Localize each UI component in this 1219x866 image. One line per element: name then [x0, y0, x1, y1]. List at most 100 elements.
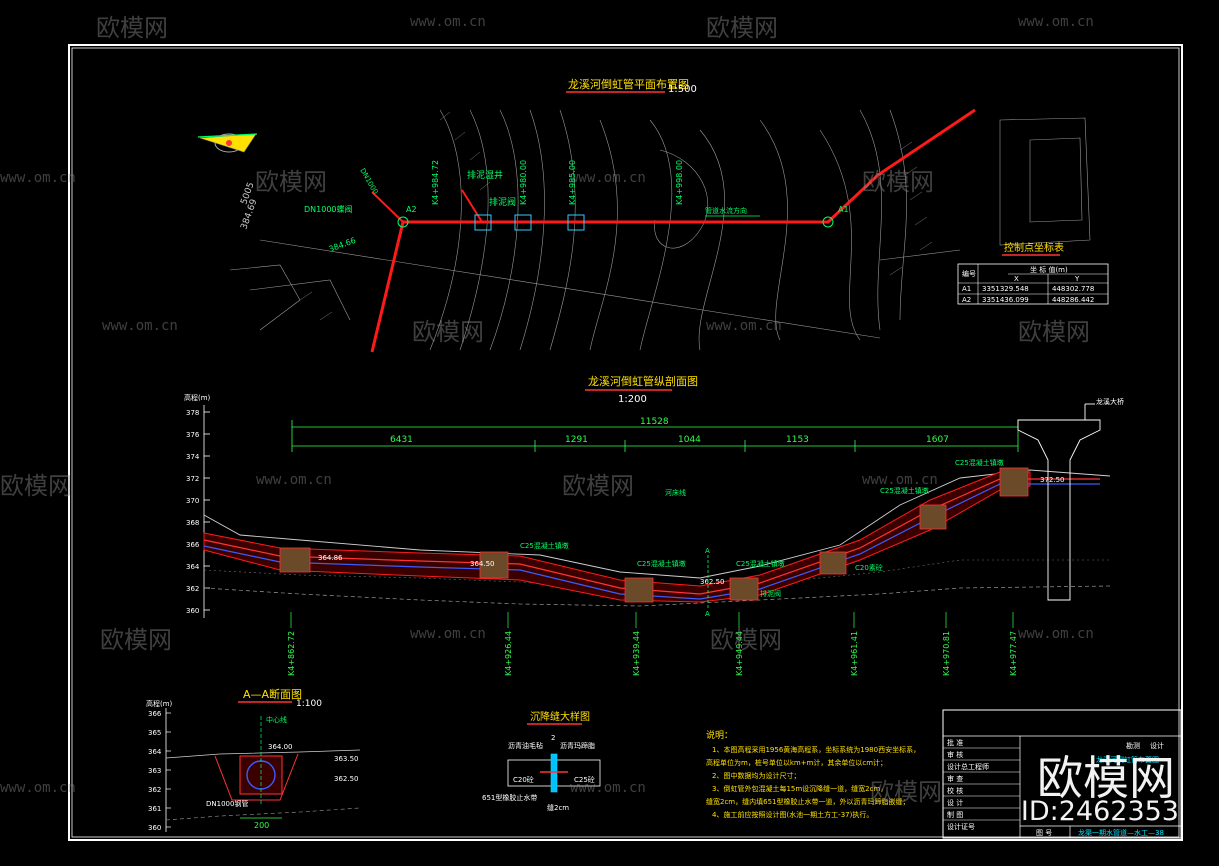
aa-tick-label: 362: [148, 786, 161, 794]
valve-box-1: [474, 214, 492, 231]
bridge-pier: [1017, 403, 1101, 601]
watermark-brand-2: 欧模网: [706, 14, 778, 42]
tb-right-2: 设计: [1150, 741, 1164, 750]
terrain-hatch: [299, 111, 933, 321]
title-block-row-label: 批 准: [947, 738, 963, 747]
note-line-2: 高程单位为m，桩号单位以km+m计，其余单位以cm计；: [706, 758, 887, 767]
section-aa-riverbed: [165, 807, 361, 821]
seg-dim-3: 1044: [678, 435, 701, 445]
control-r2-x: 3351436.099: [982, 296, 1029, 304]
station-label-3: K4+985.00: [568, 160, 577, 205]
tb-drawing-no-label: 图 号: [1036, 829, 1052, 837]
detail-title: 沉降缝大样图: [530, 710, 590, 723]
elev-tick-label: 376: [186, 431, 200, 439]
control-r1-x: 3351329.548: [982, 285, 1029, 293]
watermark-url-12: www.om.cn: [570, 780, 646, 796]
watermark-url-4: www.om.cn: [0, 170, 76, 186]
section-aa-r1: 363.50: [334, 755, 359, 763]
watermark-brand-9: 欧模网: [100, 626, 172, 654]
elev-mark-1: 364.86: [318, 554, 343, 562]
title-block-row-label: 审 核: [947, 750, 963, 759]
profile-scale: 1:200: [618, 394, 647, 405]
elev-mark-2: 364.50: [470, 560, 495, 568]
watermark-url-7: www.om.cn: [256, 472, 332, 488]
watermark-url-2: www.om.cn: [1018, 14, 1094, 30]
note-line-3: 2、图中数据均为设计尺寸；: [712, 771, 800, 780]
aa-tick-label: 360: [148, 824, 161, 832]
control-r1-y: 448302.778: [1052, 285, 1094, 293]
profile-axis-label: 高程(m): [184, 393, 211, 402]
note-line-5: 缝宽2cm，缝内填651型橡胶止水带一道，外以沥青玛蹄脂嵌缝；: [706, 797, 909, 806]
section-aa-r2: 362.50: [334, 775, 359, 783]
aa-tick-label: 365: [148, 729, 161, 737]
control-header-no: 编号: [962, 269, 976, 278]
chainage-label: K4+939.44: [632, 631, 641, 676]
watermark-url-11: www.om.cn: [0, 780, 76, 796]
watermark-url-10: www.om.cn: [1018, 626, 1094, 642]
control-table: 控制点坐标表 编号 坐 标 值(m) X Y A1 3351329.548 44…: [957, 241, 1109, 305]
section-aa-center: 中心线: [266, 715, 287, 724]
elev-tick-label: 374: [186, 453, 200, 461]
watermark-url-3: www.om.cn: [570, 170, 646, 186]
pipe-route: [370, 108, 976, 353]
label-dn-valve: DN1000蝶阀: [304, 204, 353, 214]
profile-label-2: C25混凝土镇墩: [637, 559, 686, 568]
detail-gap: 缝2cm: [547, 803, 569, 812]
aa-tick-label: 366: [148, 710, 162, 718]
note-line-1: 1、本图高程采用1956黄海高程系，坐标系统为1980西安坐标系，: [712, 745, 920, 754]
watermark-url-5: www.om.cn: [102, 318, 178, 334]
elev-mark-3: 362.50: [700, 578, 725, 586]
point-a1-icon: [822, 216, 834, 228]
chainage-label: K4+961.41: [850, 631, 859, 676]
chainage-label: K4+977.47: [1009, 631, 1018, 676]
profile-label-3: C25混凝土镇墩: [736, 559, 785, 568]
section-aa-top: 364.00: [268, 743, 293, 751]
section-aa-width: 200: [254, 821, 269, 830]
title-block-row-label: 制 图: [947, 810, 963, 819]
title-block-row-label: 设计总工程师: [947, 762, 989, 771]
riverbed-line: [203, 585, 1111, 607]
plan-title: 龙溪河倒虹管平面布置图: [568, 77, 689, 91]
aa-tick-label: 363: [148, 767, 161, 775]
watermark-url-1: www.om.cn: [410, 14, 486, 30]
watermark-id: ID:2462353: [1020, 796, 1179, 827]
title-block-row-label: 设 计: [947, 798, 963, 807]
label-elev: 384.66: [328, 236, 357, 254]
ground-line: [203, 469, 1111, 579]
elev-tick-label: 360: [186, 607, 199, 615]
tb-right-1: 勘测: [1126, 741, 1140, 750]
valve-box-2: [514, 214, 532, 231]
profile-label-8: 排泥阀: [760, 589, 781, 598]
seg-dim-1: 6431: [390, 435, 413, 445]
terrain-contours: [229, 109, 1091, 351]
elev-tick-label: 370: [186, 497, 199, 505]
label-a1: A1: [838, 205, 849, 214]
bridge-label: 龙溪大桥: [1096, 397, 1124, 406]
valve-box-3: [567, 214, 585, 231]
watermark-brand-1: 欧模网: [96, 14, 168, 42]
profile-label-5: C20素砼: [855, 563, 883, 572]
watermark-url-8: www.om.cn: [862, 472, 938, 488]
section-aa: A—A断面图 1:100 高程(m) 366365364363362361360…: [146, 687, 361, 832]
plan-view: 龙溪河倒虹管平面布置图 1:500: [197, 77, 1109, 353]
pipe-line-b: [203, 483, 1100, 600]
aa-tick-label: 361: [148, 805, 161, 813]
note-line-4: 3、倒虹管外包混凝土每15m设沉降缝一道，缝宽2cm，: [712, 784, 887, 793]
control-sub-x: X: [1014, 275, 1019, 283]
watermark-brand-4: 欧模网: [862, 168, 934, 196]
control-r1-id: A1: [962, 285, 971, 293]
control-table-title: 控制点坐标表: [1004, 241, 1064, 254]
title-block-row-label: 审 查: [947, 774, 963, 783]
tb-drawing-no: 龙渠一期水管道—水工—38: [1078, 828, 1164, 837]
profile-view: 龙溪河倒虹管纵剖面图 1:200 高程(m) 37837637437237036…: [184, 374, 1124, 676]
control-r2-id: A2: [962, 296, 971, 304]
section-aa-axis-label: 高程(m): [146, 699, 173, 708]
watermark-brand-10: 欧模网: [710, 626, 782, 654]
note-line-6: 4、施工前应按照设计图(水池一期土方工-37)执行。: [712, 810, 873, 819]
elev-tick-label: 368: [186, 519, 199, 527]
